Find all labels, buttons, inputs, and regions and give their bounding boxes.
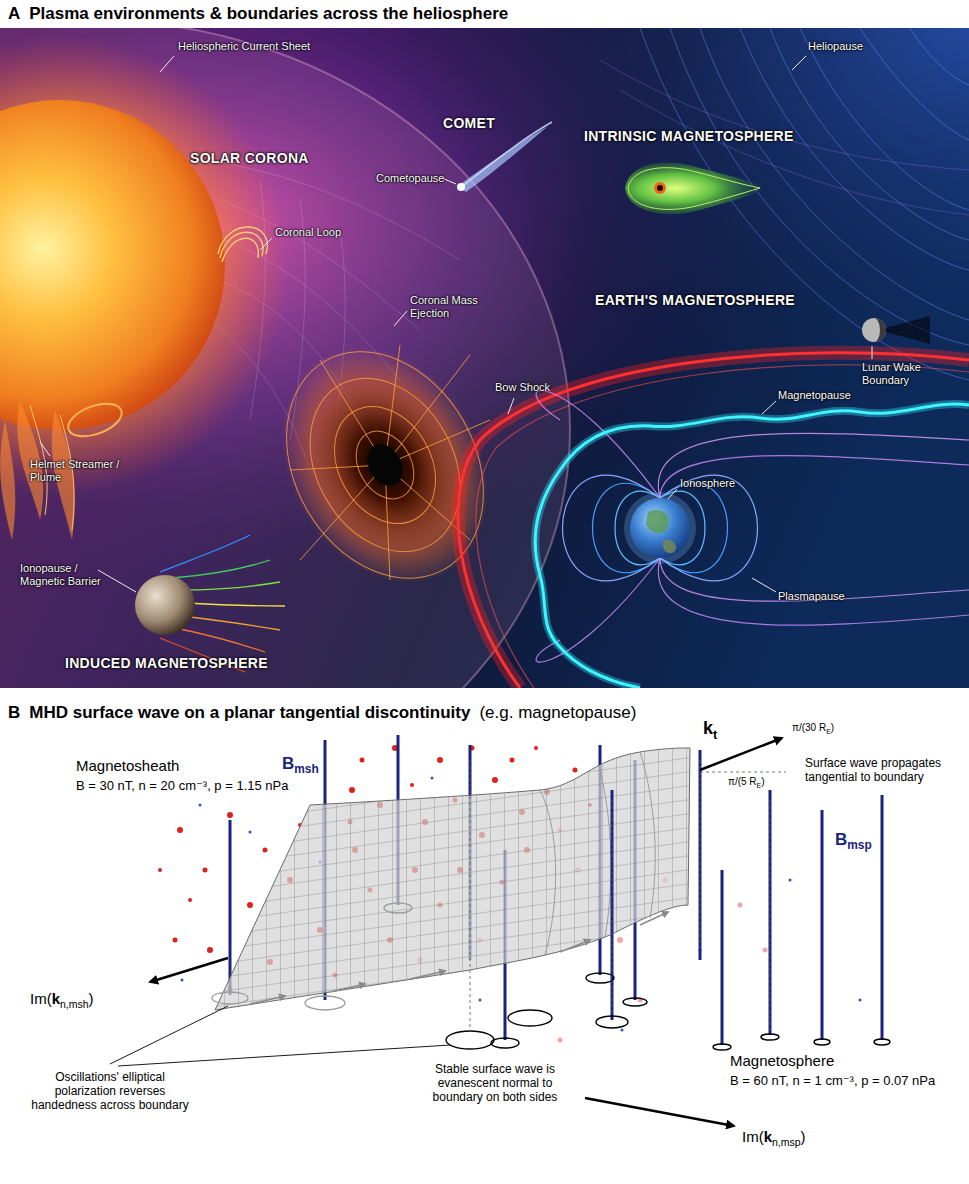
wavevector-label: k — [52, 990, 60, 1007]
label-group: π/(30 RE) — [792, 722, 834, 736]
field-label: msp — [847, 838, 871, 852]
label-group: Stable surface wave is evanescent normal… — [414, 1062, 576, 1104]
label-group: Im(kn,msp) — [742, 1128, 806, 1148]
note-text: Oscillations' elliptical polarization re… — [31, 1070, 188, 1112]
label-group: Coronal Loop — [275, 226, 341, 239]
label-group: SOLAR CORONA — [190, 150, 309, 167]
wavevector-label: n,msh — [60, 998, 89, 1010]
label-group: π/(5 RE) — [728, 776, 765, 790]
label-group: B = 60 nT, n = 1 cm⁻³, p = 0.07 nPa — [730, 1073, 935, 1088]
parameter-text: B = 30 nT, n = 20 cm⁻³, p = 1.15 nPa — [76, 778, 288, 793]
label-group: Magnetosheath — [76, 757, 179, 775]
wavevector-label: k — [703, 718, 713, 738]
label-group: Bmsh — [282, 754, 319, 776]
panel-heading: A — [8, 4, 20, 23]
wavelength-label: π/(30 R — [792, 722, 826, 733]
panel-heading: B — [8, 703, 20, 722]
label-group: Magnetopause — [778, 389, 851, 402]
wavelength-label: π/(5 R — [728, 776, 757, 787]
region-label: INTRINSIC MAGNETOSPHERE — [584, 128, 794, 144]
region-label: INDUCED MAGNETOSPHERE — [65, 655, 268, 671]
panel-a-art — [0, 28, 969, 688]
boundary-label: Helmet Streamer / Plume — [30, 458, 119, 483]
label-group: kt — [703, 718, 717, 742]
label-group: Helmet Streamer / Plume — [30, 458, 136, 484]
wavelength-label: E — [826, 728, 831, 735]
boundary-label: Coronal Mass Ejection — [410, 294, 478, 319]
label-group: EARTH'S MAGNETOSPHERE — [595, 292, 795, 309]
region-label: Magnetosheath — [76, 757, 179, 774]
boundary-label: Heliospheric Current Sheet — [178, 40, 310, 52]
wavevector-label: t — [713, 728, 717, 742]
boundary-label: Lunar Wake Boundary — [862, 361, 921, 386]
note-text: Surface wave propagates tangential to bo… — [805, 756, 941, 784]
label-group: Bow Shock — [495, 381, 550, 394]
region-label: EARTH'S MAGNETOSPHERE — [595, 292, 795, 308]
label-group: INTRINSIC MAGNETOSPHERE — [584, 128, 794, 145]
panel-heading: Plasma environments & boundaries across … — [29, 4, 508, 23]
panel-heading: MHD surface wave on a planar tangential … — [29, 703, 470, 722]
wavevector-label: ) — [801, 1128, 806, 1145]
field-label: B — [835, 830, 847, 849]
label-group: Ionopause / Magnetic Barrier — [20, 562, 116, 588]
label-group: Surface wave propagates tangential to bo… — [805, 756, 963, 784]
note-text: Stable surface wave is evanescent normal… — [433, 1062, 558, 1104]
wavelength-label: ) — [831, 722, 834, 733]
field-label: B — [282, 754, 294, 773]
boundary-label: Cometopause — [376, 172, 445, 184]
wavelength-label: E — [757, 782, 762, 789]
boundary-label: Ionosphere — [680, 477, 735, 489]
wavevector-label: Im( — [30, 990, 52, 1007]
label-group: Plasmapause — [778, 590, 845, 603]
region-label: SOLAR CORONA — [190, 150, 309, 166]
label-group: B MHD surface wave on a planar tangential… — [8, 703, 636, 723]
field-label: msh — [294, 762, 318, 776]
wavevector-label: n,msp — [772, 1136, 801, 1148]
boundary-label: Heliopause — [808, 40, 863, 52]
label-group: Ionosphere — [680, 477, 735, 490]
label-group: A Plasma environments & boundaries across… — [8, 4, 508, 24]
label-group: INDUCED MAGNETOSPHERE — [65, 655, 268, 672]
label-group: Coronal Mass Ejection — [410, 294, 484, 320]
label-group: Oscillations' elliptical polarization re… — [24, 1070, 196, 1112]
boundary-label: Bow Shock — [495, 381, 550, 393]
label-group: B = 30 nT, n = 20 cm⁻³, p = 1.15 nPa — [76, 778, 288, 793]
label-group: Heliospheric Current Sheet — [178, 40, 310, 53]
label-group: Cometopause — [376, 172, 445, 185]
label-group: COMET — [443, 115, 495, 132]
wavelength-label: ) — [761, 776, 764, 787]
wavevector-label: k — [764, 1128, 772, 1145]
boundary-label: Plasmapause — [778, 590, 845, 602]
wavevector-label: ) — [89, 990, 94, 1007]
boundary-label: Ionopause / Magnetic Barrier — [20, 562, 101, 587]
label-group: Bmsp — [835, 830, 872, 852]
label-group: Heliopause — [808, 40, 863, 53]
boundary-label: Coronal Loop — [275, 226, 341, 238]
region-label: COMET — [443, 115, 495, 131]
label-group: Lunar Wake Boundary — [862, 361, 928, 387]
panel-b-art — [110, 735, 890, 1126]
boundary-label: Magnetopause — [778, 389, 851, 401]
panel-heading: (e.g. magnetopause) — [479, 703, 636, 722]
label-group: Im(kn,msh) — [30, 990, 94, 1010]
parameter-text: B = 60 nT, n = 1 cm⁻³, p = 0.07 nPa — [730, 1073, 935, 1088]
wavevector-label: Im( — [742, 1128, 764, 1145]
label-group: Magnetosphere — [730, 1052, 834, 1070]
region-label: Magnetosphere — [730, 1052, 834, 1069]
